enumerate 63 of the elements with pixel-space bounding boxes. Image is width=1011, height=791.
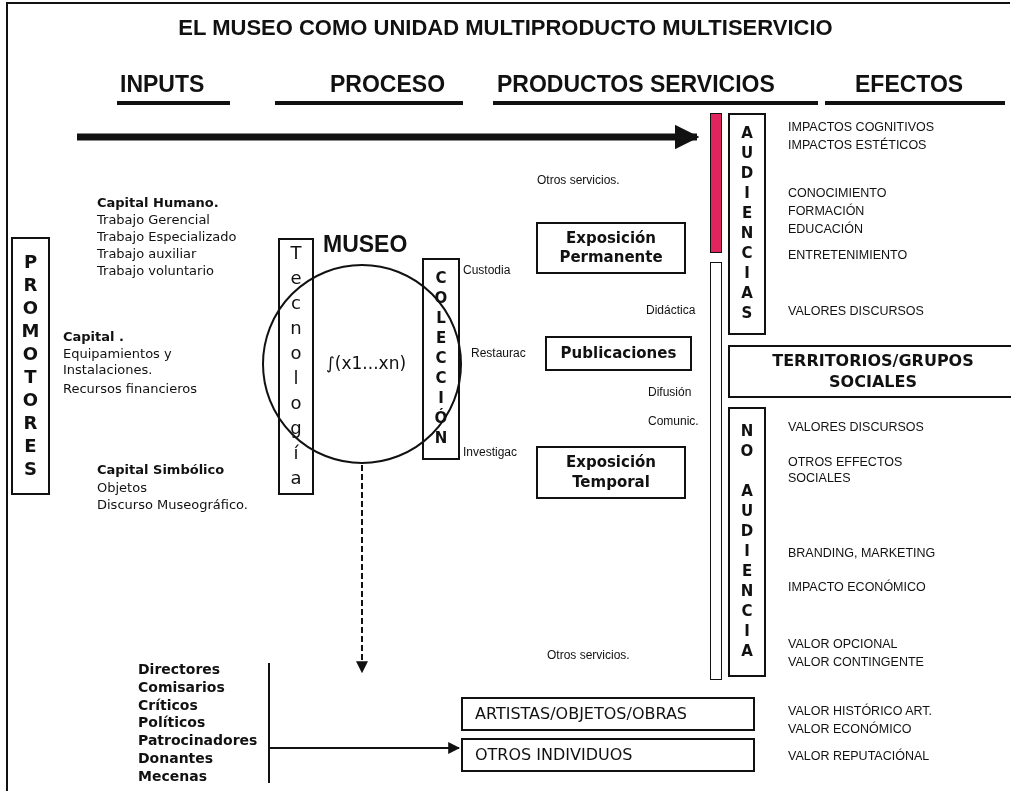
effect-label: VALORES DISCURSOS <box>788 420 924 436</box>
vertical-label-box: PROMOTORES <box>11 237 50 495</box>
effect-label: EDUCACIÓN <box>788 222 863 238</box>
effect-label: VALOR REPUTACIÓNAL <box>788 749 930 765</box>
input-item: Trabajo auxiliar <box>97 246 197 263</box>
input-heading: Capital Simbólico <box>97 462 225 479</box>
agent-name: Patrocinadores <box>138 732 258 750</box>
product-box: TERRITORIOS/GRUPOS SOCIALES <box>728 345 1011 398</box>
effect-label: CONOCIMIENTO <box>788 186 887 202</box>
product-box: Exposición Permanente <box>536 222 686 274</box>
service-label: Comunic. <box>648 414 699 429</box>
arrow <box>269 742 461 754</box>
agent-name: Donantes <box>138 750 214 768</box>
input-item: Trabajo Especializado <box>97 229 237 246</box>
arrow <box>356 464 368 674</box>
effect-label: VALOR OPCIONAL <box>788 637 898 653</box>
service-label: Didáctica <box>646 303 696 318</box>
effect-label: VALORES DISCURSOS <box>788 304 924 320</box>
effect-label: OTROS EFFECTOS SOCIALES <box>788 455 904 487</box>
group-box: ARTISTAS/OBJETOS/OBRAS <box>461 697 755 731</box>
input-item: Trabajo Gerencial <box>97 212 210 229</box>
input-item: Trabajo voluntario <box>97 263 214 280</box>
title: EL MUSEO COMO UNIDAD MULTIPRODUCTO MULTISERVICIO <box>177 14 834 42</box>
effect-label: VALOR HISTÓRICO ART. <box>788 704 932 720</box>
service-label: Otros servicios. <box>537 173 620 188</box>
input-item: Recursos financieros <box>63 381 197 398</box>
agent-name: Mecenas <box>138 767 207 786</box>
effect-label: VALOR CONTINGENTE <box>788 655 924 671</box>
effect-label: IMPACTO ECONÓMICO <box>788 580 926 596</box>
input-item: Discurso Museográfico. <box>97 497 248 514</box>
vertical-label-box: AUDIENCIAS <box>728 113 766 335</box>
museum-heading: MUSEO <box>323 230 408 259</box>
column-heading: INPUTS <box>120 70 205 99</box>
agent-name: Políticos <box>138 714 206 732</box>
effect-label: BRANDING, MARKETING <box>788 546 936 562</box>
effect-label: VALOR ECONÓMICO <box>788 722 912 738</box>
service-label: Otros servicios. <box>547 648 630 663</box>
effect-label: IMPACTOS COGNITIVOS <box>788 120 935 136</box>
effect-label: ENTRETENIMIENTO <box>788 248 908 264</box>
service-label: Difusión <box>648 385 692 400</box>
vertical-label-box: Tecnología <box>278 238 314 495</box>
input-heading: Capital . <box>63 329 124 346</box>
input-item: Objetos <box>97 480 147 497</box>
effect-label: FORMACIÓN <box>788 204 865 220</box>
service-label: Custodia <box>463 263 511 278</box>
agent-name: Críticos <box>138 696 198 715</box>
input-item: Equipamientos y Instalaciones. <box>63 346 173 379</box>
product-box: Exposición Temporal <box>536 446 686 499</box>
agent-name: Comisarios <box>138 678 225 697</box>
effect-label: IMPACTOS ESTÉTICOS <box>788 138 927 154</box>
column-heading: PROCESO <box>330 70 446 99</box>
service-label: Investigac <box>463 445 518 460</box>
channel-bar <box>710 262 722 680</box>
agent-name: Directores <box>138 661 221 679</box>
service-label: Restaurac <box>471 346 526 361</box>
column-heading: EFECTOS <box>855 70 964 99</box>
column-heading: PRODUCTOS SERVICIOS <box>497 70 775 99</box>
product-box: Publicaciones <box>545 336 692 371</box>
production-function: ∫(x1...xn) <box>326 353 407 375</box>
channel-bar <box>710 113 722 253</box>
group-box: OTROS INDIVIDUOS <box>461 738 755 772</box>
input-heading: Capital Humano. <box>97 195 219 212</box>
vertical-label-box: NO AUDIENCIA <box>728 407 766 677</box>
